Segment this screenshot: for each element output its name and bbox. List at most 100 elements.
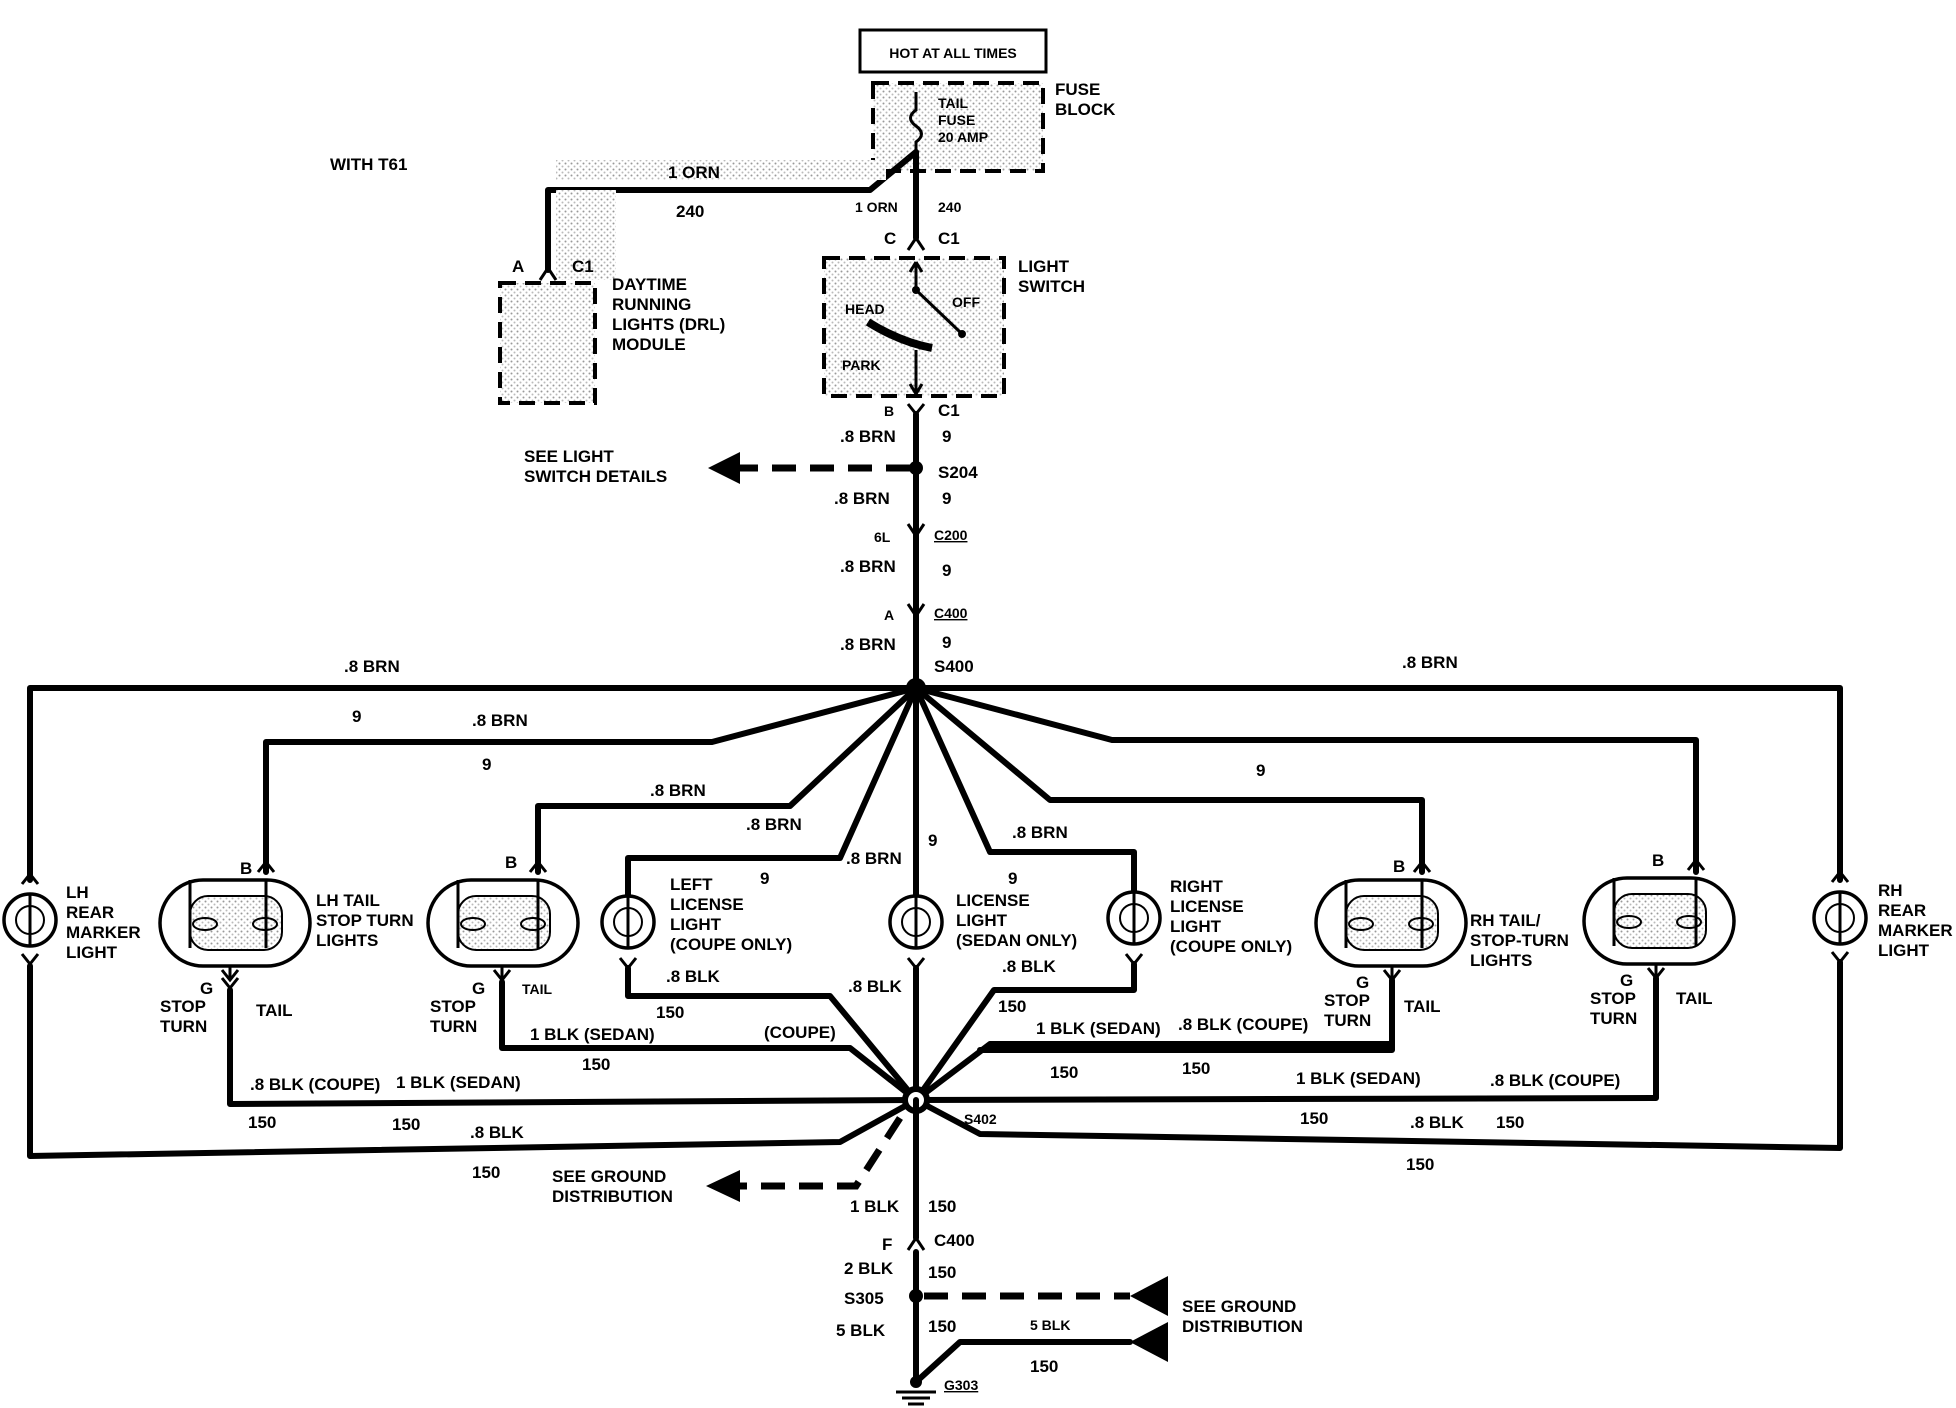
- c150-branch: 150: [1030, 1357, 1058, 1376]
- lh-stop-tail-label: TAIL: [522, 981, 553, 997]
- text-line: LIGHTS: [316, 931, 378, 950]
- lh-rear-marker-light: [2, 871, 58, 967]
- c9-label-3: 9: [942, 561, 951, 580]
- brn-lh-stop: .8 BRN: [650, 781, 706, 800]
- text-line: STOP: [160, 997, 206, 1016]
- drl-pin: A: [512, 257, 524, 276]
- text-line: TURN: [430, 1017, 477, 1036]
- c400-pin: A: [884, 607, 894, 623]
- arrow-switch-details: [708, 452, 740, 484]
- text-line: TURN: [1590, 1009, 1637, 1028]
- switch-out-pin: B: [884, 403, 894, 419]
- text-line: LIGHT: [1018, 257, 1070, 276]
- brn-lh-tail: .8 BRN: [472, 711, 528, 730]
- c9-lh-marker: 9: [352, 707, 361, 726]
- arrow-ground-dist-2: [1130, 1276, 1168, 1316]
- switch-out-conn: C1: [938, 401, 960, 420]
- text-line: (COUPE ONLY): [670, 935, 792, 954]
- switch-off-contact: [958, 330, 966, 338]
- rh-tail-pin-b: B: [1393, 857, 1405, 876]
- c400b-label: C400: [934, 1231, 975, 1250]
- text-line: STOP: [1324, 991, 1370, 1010]
- switch-pivot: [912, 286, 920, 294]
- lh-tail-pin-b: B: [240, 859, 252, 878]
- switch-park: PARK: [842, 357, 881, 373]
- c150-trunk-3: 150: [928, 1317, 956, 1336]
- text-line: MARKER: [1878, 921, 1953, 940]
- brn-lh-marker: .8 BRN: [344, 657, 400, 676]
- brn-label-1: .8 BRN: [840, 427, 896, 446]
- blk-coupe-rh-2: .8 BLK (COUPE): [1490, 1071, 1620, 1090]
- text-line: RH: [1878, 881, 1903, 900]
- brn-label-4: .8 BRN: [840, 635, 896, 654]
- c400-connector: [906, 603, 926, 619]
- text-line: STOP: [1590, 989, 1636, 1008]
- brn-label-3: .8 BRN: [840, 557, 896, 576]
- five-blk-branch: 5 BLK: [1030, 1317, 1070, 1333]
- two-blk-label: 2 BLK: [844, 1259, 894, 1278]
- text-line: BLOCK: [1055, 100, 1116, 119]
- text-line: LH TAIL: [316, 891, 380, 910]
- s204-label: S204: [938, 463, 978, 482]
- c9-label-4: 9: [942, 633, 951, 652]
- brn-label-2: .8 BRN: [834, 489, 890, 508]
- brn-left-license: .8 BRN: [746, 815, 802, 834]
- license-light: [888, 894, 944, 971]
- lh-stop-pin-g: G: [472, 979, 485, 998]
- fuse-out-wire-color: 1 ORN: [855, 199, 898, 215]
- switch-arrow-up: [908, 261, 924, 273]
- switch-in-pin: C: [884, 229, 896, 248]
- blk-sedan-lh-2: 1 BLK (SEDAN): [396, 1073, 521, 1092]
- text-line: SEE LIGHT: [524, 447, 614, 466]
- text-line: FUSE: [1055, 80, 1100, 99]
- c400-label: C400: [934, 605, 968, 621]
- blk-lh-marker: .8 BLK: [470, 1123, 525, 1142]
- c9-rh-tail: 9: [1256, 761, 1265, 780]
- c150-rh-1: 150: [1050, 1063, 1078, 1082]
- text-line: 20 AMP: [938, 129, 988, 145]
- lh-stop-pin-b: B: [505, 853, 517, 872]
- arrow-ground-dist-1: [706, 1170, 740, 1202]
- text-line: LH: [66, 883, 89, 902]
- text-line: TURN: [160, 1017, 207, 1036]
- five-blk-label: 5 BLK: [836, 1321, 886, 1340]
- rh-tail-tail-label: TAIL: [1404, 997, 1441, 1016]
- drl-connector-label: C1: [572, 257, 594, 276]
- fuse-block: [871, 81, 1045, 173]
- blk-sedan-rh: 1 BLK (SEDAN): [1036, 1019, 1161, 1038]
- drl-connector: [538, 265, 558, 281]
- c150-rh-2: 150: [1182, 1059, 1210, 1078]
- rh-tail-pin-g: G: [1356, 973, 1369, 992]
- text-line: MARKER: [66, 923, 141, 942]
- g303-ground-point: [910, 1376, 922, 1388]
- lh-tail-tail-label: TAIL: [256, 1001, 293, 1020]
- text-line: DAYTIME: [612, 275, 687, 294]
- g303-label: G303: [944, 1377, 978, 1393]
- c150-right-license: 150: [998, 997, 1026, 1016]
- blk-coupe-rh: .8 BLK (COUPE): [1178, 1015, 1308, 1034]
- c150-lh-1: 150: [582, 1055, 610, 1074]
- ground-wires: [27, 959, 1843, 1159]
- rh-stop-turn-light: [1582, 857, 1736, 981]
